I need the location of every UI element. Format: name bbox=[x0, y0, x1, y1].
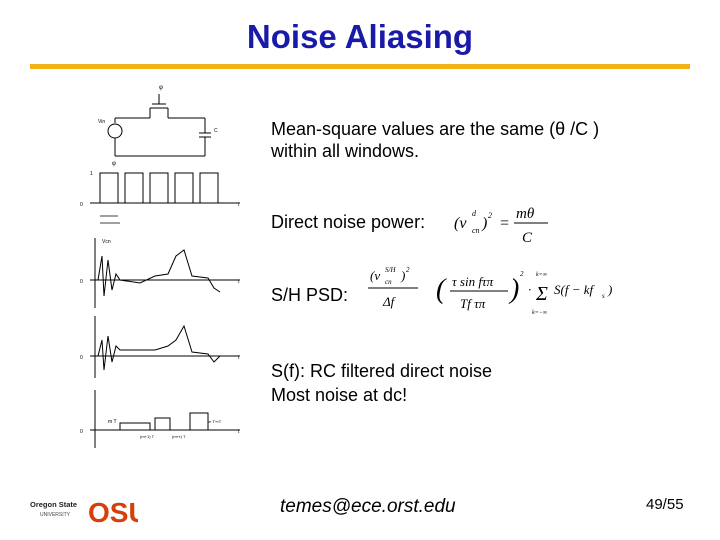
figure-label: 0 bbox=[80, 429, 83, 435]
mean-square-text-line1: Mean-square values are the same (θ /C ) bbox=[271, 119, 600, 139]
figure-label: 0 bbox=[80, 279, 83, 285]
svg-text:k=∞: k=∞ bbox=[536, 272, 548, 278]
svg-text:): ) bbox=[400, 268, 405, 283]
noise-waveform-2 bbox=[90, 316, 240, 378]
svg-text:s: s bbox=[602, 292, 605, 300]
svg-text:cn: cn bbox=[472, 226, 480, 235]
osu-logo: Oregon State UNIVERSITY OSU bbox=[30, 497, 138, 528]
clock-waveform bbox=[90, 172, 240, 204]
sh-psd-label: S/H PSD: bbox=[271, 285, 349, 305]
figure-label: 1 bbox=[90, 171, 93, 177]
figure-label: C bbox=[214, 128, 218, 134]
svg-text:Σ: Σ bbox=[535, 283, 548, 305]
svg-text:(v: (v bbox=[370, 268, 380, 283]
svg-text:Oregon State: Oregon State bbox=[30, 500, 77, 509]
svg-text:τ sin fτπ: τ sin fτπ bbox=[452, 274, 494, 289]
svg-text:): ) bbox=[508, 274, 519, 305]
figure-label: 0 bbox=[80, 202, 83, 208]
svg-text:Δf: Δf bbox=[382, 294, 397, 309]
figure-label: m T bbox=[108, 419, 117, 425]
svg-text:OSU: OSU bbox=[88, 497, 138, 528]
mean-square-text-line2: within all windows. bbox=[271, 141, 420, 161]
figure-label: φ bbox=[159, 85, 163, 91]
figure-label: t bbox=[238, 202, 240, 208]
figure-label: φ bbox=[112, 161, 116, 167]
sf-text-line1: S(f): RC filtered direct noise bbox=[271, 361, 493, 381]
svg-text:k=−∞: k=−∞ bbox=[532, 310, 548, 316]
svg-text:=: = bbox=[499, 215, 510, 232]
slide-title: Noise Aliasing bbox=[246, 18, 474, 55]
svg-text:): ) bbox=[481, 215, 487, 232]
svg-text:2: 2 bbox=[406, 266, 410, 274]
noise-waveform-1 bbox=[90, 238, 240, 308]
sh-psd-equation: (v cn S/H ) 2 Δf ( τ sin fτπ Tf τπ ) 2 ·… bbox=[368, 266, 612, 316]
svg-text:Tf τπ: Tf τπ bbox=[460, 296, 486, 311]
figure-label: (m+1) T bbox=[140, 434, 155, 439]
svg-text:(: ( bbox=[436, 274, 447, 305]
title-underline bbox=[30, 64, 690, 69]
direct-noise-equation: (v cn d ) 2 = mθ C bbox=[454, 206, 548, 246]
figure-label: (m+τ) T bbox=[172, 434, 186, 439]
svg-text:C: C bbox=[522, 230, 533, 246]
svg-text:2: 2 bbox=[488, 211, 492, 220]
figure-label: t bbox=[238, 279, 240, 285]
figure-label: t bbox=[238, 429, 240, 435]
svg-text:(v: (v bbox=[454, 215, 467, 232]
svg-text:cn: cn bbox=[385, 278, 392, 286]
held-waveform bbox=[90, 390, 240, 448]
figure-label: m T+τT bbox=[208, 419, 222, 424]
svg-text:): ) bbox=[607, 282, 612, 297]
footer-email: temes@ece.orst.edu bbox=[280, 496, 456, 517]
sample-hold-circuit bbox=[107, 94, 211, 157]
svg-text:mθ: mθ bbox=[516, 206, 535, 222]
svg-text:S(f − kf: S(f − kf bbox=[554, 282, 595, 297]
svg-text:2: 2 bbox=[520, 270, 524, 278]
svg-text:d: d bbox=[472, 209, 477, 218]
figure-label: 0 bbox=[80, 355, 83, 361]
page-number: 49/55 bbox=[646, 496, 684, 513]
direct-noise-label: Direct noise power: bbox=[271, 212, 426, 232]
sf-text-line2: Most noise at dc! bbox=[271, 385, 408, 405]
svg-text:S/H: S/H bbox=[385, 266, 396, 274]
svg-text:·: · bbox=[528, 282, 531, 297]
circuit-waveform-figure: φ Vin C φ 1 0 t Vcn 0 t 0 t 0 t m T (m+1… bbox=[80, 85, 240, 448]
figure-label: t bbox=[238, 355, 240, 361]
figure-label: Vin bbox=[98, 119, 105, 125]
figure-label: Vcn bbox=[102, 239, 111, 245]
svg-text:UNIVERSITY: UNIVERSITY bbox=[40, 512, 71, 518]
